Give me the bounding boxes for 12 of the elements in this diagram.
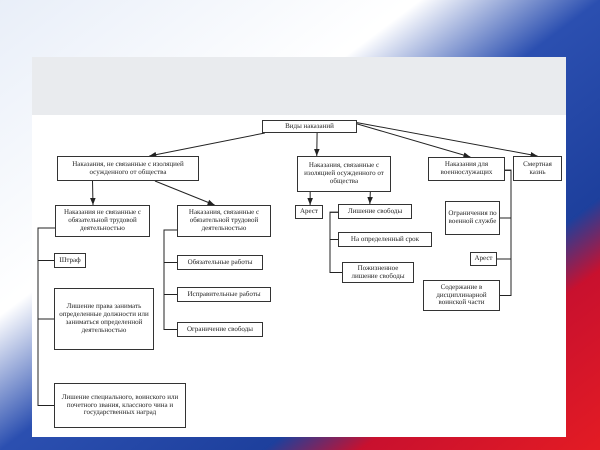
arrow bbox=[90, 180, 96, 206]
arrow bbox=[148, 132, 266, 158]
connector-line bbox=[500, 170, 512, 296]
arrow bbox=[367, 192, 373, 204]
arrow bbox=[307, 192, 313, 206]
arrow bbox=[356, 122, 538, 158]
connector-line bbox=[164, 229, 178, 330]
connector-line bbox=[330, 212, 342, 273]
arrow bbox=[314, 132, 320, 156]
connector-line bbox=[38, 228, 56, 406]
arrow bbox=[154, 180, 216, 206]
arrow bbox=[356, 123, 471, 158]
